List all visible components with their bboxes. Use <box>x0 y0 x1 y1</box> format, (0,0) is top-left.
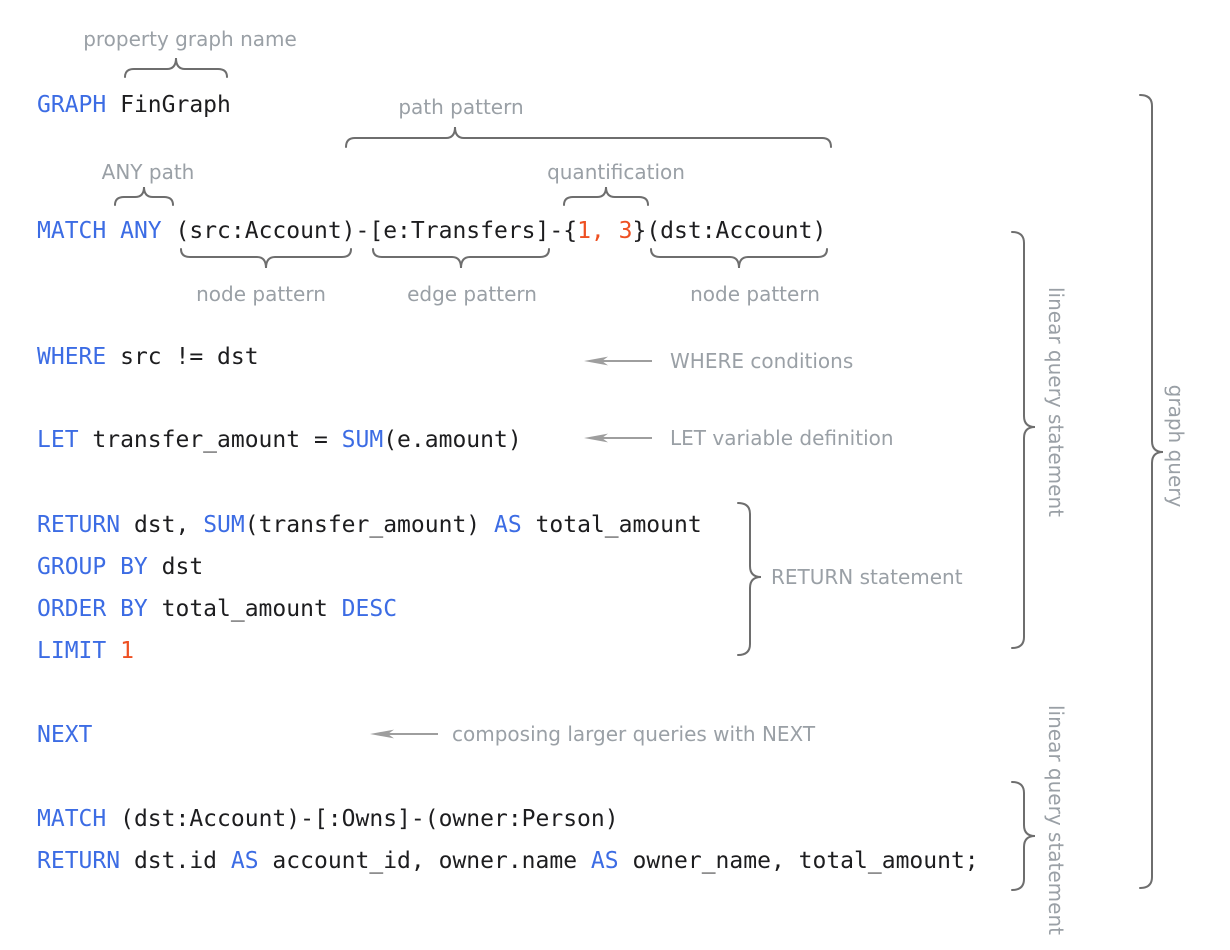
code-line-return: RETURN dst, SUM(transfer_amount) AS tota… <box>37 511 702 539</box>
code-token: LIMIT <box>37 638 107 664</box>
code-token: DESC <box>341 596 398 622</box>
code-token: owner_name, total_amount; <box>618 848 979 874</box>
code-token: GROUP BY <box>37 554 148 580</box>
code-token: AS <box>493 512 522 538</box>
brace-node-pattern-2 <box>650 248 828 269</box>
code-line-match-2: MATCH (dst:Account)-[:Owns]-(owner:Perso… <box>37 805 619 833</box>
brace-quantification <box>563 186 649 206</box>
code-token <box>106 638 120 664</box>
brace-any-path <box>114 186 174 206</box>
code-token: }(dst:Account) <box>632 218 827 244</box>
code-token: FinGraph <box>106 92 231 118</box>
label-linear-query-statement-1: linear query statement <box>1044 287 1068 517</box>
label-property-graph-name: property graph name <box>83 27 297 51</box>
code-token: src != dst <box>106 344 259 370</box>
brace-property-graph-name <box>124 57 228 78</box>
code-token: (transfer_amount) <box>244 512 494 538</box>
code-token: (src:Account)-[e:Transfers]-{ <box>161 218 578 244</box>
arrow-let-variable-definition <box>584 433 652 443</box>
brace-linear-query-statement-2 <box>1011 781 1036 891</box>
label-return-statement: RETURN statement <box>771 565 963 589</box>
arrow-composing-next <box>370 729 438 739</box>
code-token: dst, <box>120 512 204 538</box>
code-token: SUM <box>203 512 245 538</box>
label-edge-pattern: edge pattern <box>407 282 537 306</box>
code-token: MATCH <box>37 806 107 832</box>
code-line-order-by: ORDER BY total_amount DESC <box>37 595 397 623</box>
code-token: (dst:Account)-[:Owns]-(owner:Person) <box>106 806 619 832</box>
code-token: account_id, owner.name <box>258 848 591 874</box>
code-line-limit: LIMIT 1 <box>37 637 134 665</box>
code-line-let: LET transfer_amount = SUM(e.amount) <box>37 426 522 454</box>
code-line-where: WHERE src != dst <box>37 343 259 371</box>
code-token: AS <box>230 848 259 874</box>
code-token: 1, 3 <box>577 218 633 244</box>
brace-graph-query <box>1139 94 1164 889</box>
brace-linear-query-statement-1 <box>1011 231 1036 649</box>
label-node-pattern-1: node pattern <box>196 282 326 306</box>
arrow-where-conditions <box>584 356 652 366</box>
code-line-return-2: RETURN dst.id AS account_id, owner.name … <box>37 847 979 875</box>
brace-node-pattern-1 <box>180 248 352 269</box>
code-token: AS <box>590 848 619 874</box>
label-let-variable-definition: LET variable definition <box>670 426 894 450</box>
code-token: RETURN <box>37 512 121 538</box>
label-composing-next: composing larger queries with NEXT <box>452 722 816 746</box>
brace-edge-pattern <box>372 248 550 269</box>
code-token: NEXT <box>37 722 93 748</box>
code-token: ANY <box>120 218 162 244</box>
code-token: ORDER BY <box>37 596 148 622</box>
label-where-conditions: WHERE conditions <box>670 349 854 373</box>
code-token: SUM <box>341 427 384 453</box>
code-line-match: MATCH ANY (src:Account)-[e:Transfers]-{1… <box>37 217 826 245</box>
code-token <box>106 218 120 244</box>
code-line-group-by: GROUP BY dst <box>37 553 203 581</box>
code-token: dst <box>147 554 204 580</box>
brace-return-statement <box>737 502 762 656</box>
code-token: (e.amount) <box>383 427 522 453</box>
code-token: total_amount <box>147 596 342 622</box>
label-node-pattern-2: node pattern <box>690 282 820 306</box>
code-token: 1 <box>120 638 134 664</box>
code-token: dst.id <box>120 848 231 874</box>
brace-path-pattern <box>345 126 832 148</box>
code-line-graph: GRAPH FinGraph <box>37 91 231 119</box>
label-quantification: quantification <box>547 160 685 184</box>
label-path-pattern: path pattern <box>398 95 524 119</box>
code-line-next: NEXT <box>37 721 92 749</box>
code-token: transfer_amount = <box>78 427 342 453</box>
code-token: LET <box>37 427 79 453</box>
label-graph-query: graph query <box>1164 384 1188 508</box>
code-token: GRAPH <box>37 92 107 118</box>
label-any-path: ANY path <box>101 160 195 184</box>
code-token: RETURN <box>37 848 121 874</box>
code-token: total_amount <box>521 512 702 538</box>
label-linear-query-statement-2: linear query statement <box>1044 705 1068 935</box>
code-token: MATCH <box>37 218 107 244</box>
code-token: WHERE <box>37 344 107 370</box>
